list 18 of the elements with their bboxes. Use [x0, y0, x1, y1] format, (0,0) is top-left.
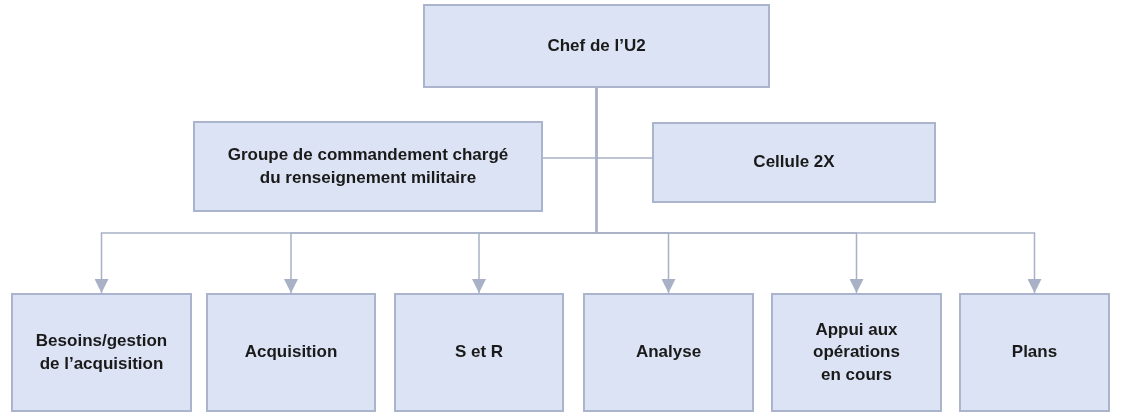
org-box: [959, 293, 1110, 412]
org-box: [423, 4, 770, 88]
box-label: Appui aux opérations en cours: [812, 319, 901, 386]
box-label: Chef de l’U2: [546, 34, 647, 57]
box-label: Cellule 2X: [752, 151, 836, 174]
org-box: [11, 293, 192, 412]
box-label: Groupe de commandement chargé du renseignement militaire: [226, 144, 510, 189]
box-label: S et R: [453, 341, 505, 364]
org-box: [583, 293, 754, 412]
box-label: Plans: [1010, 341, 1059, 364]
org-box: [652, 122, 936, 203]
org-box: [394, 293, 564, 412]
org-box: [193, 121, 543, 212]
box-label: Besoins/gestion de l’acquisition: [34, 330, 169, 375]
org-box: [771, 293, 942, 412]
box-label: Acquisition: [243, 341, 339, 364]
org-box: [206, 293, 376, 412]
box-label: Analyse: [634, 341, 703, 364]
